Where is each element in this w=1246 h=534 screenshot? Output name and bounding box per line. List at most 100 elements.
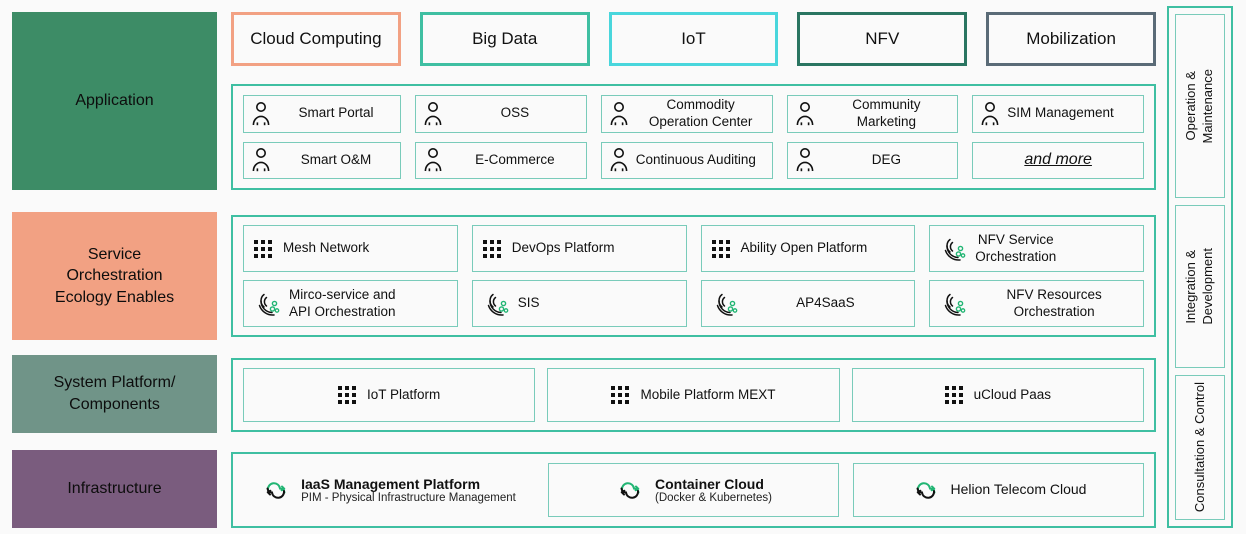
inf-item-label: Helion Telecom Cloud (950, 481, 1087, 498)
infrastructure-panel: IaaS Management Platform PIM - Physical … (231, 452, 1156, 528)
svc-item-label: Ability Open Platform (740, 240, 868, 256)
domain-tab-row: Cloud Computing Big Data IoT NFV Mobiliz… (231, 12, 1156, 66)
app-item-continuous-auditing[interactable]: Continuous Auditing (600, 141, 773, 179)
layer-label-system: System Platform/ Components (12, 355, 217, 433)
cloud-sync-icon (916, 482, 936, 499)
app-item-label: OSS (500, 105, 530, 121)
orchestration-icon (945, 293, 966, 316)
inf-item-iaas-management-platform[interactable]: IaaS Management Platform PIM - Physical … (243, 463, 534, 517)
app-item-community-marketing[interactable]: Community Marketing (786, 95, 959, 133)
service-orchestration-panel: Mesh Network DevOps Platform (231, 215, 1156, 337)
inf-item-sublabel: (Docker & Kubernetes) (655, 492, 772, 504)
svc-item-micro-service-api-orchestration[interactable]: Mirco-service and API Orchestration (243, 280, 458, 327)
sidebar-item-label: Operation & Maintenance (1183, 68, 1215, 144)
app-item-and-more[interactable]: and more (972, 141, 1144, 179)
svc-item-nfv-service-orchestration[interactable]: NFV Service Orchestration (929, 225, 1144, 272)
person-icon (252, 148, 270, 172)
layer-title: System Platform/ Components (53, 374, 176, 413)
orchestration-icon (945, 238, 966, 261)
dots-grid-icon (482, 239, 501, 258)
layer-label-service: Service Orchestration Ecology Enables (12, 212, 217, 340)
sidebar-item-label: Consultation & Control (1191, 382, 1207, 513)
app-item-e-commerce[interactable]: E-Commerce (415, 141, 587, 179)
sidebar-item-operation-maintenance[interactable]: Operation & Maintenance (1175, 14, 1225, 198)
person-icon (424, 148, 442, 172)
app-item-oss[interactable]: OSS (415, 95, 587, 133)
system-platform-panel: IoT Platform Mobile Platform MEXT (231, 358, 1156, 432)
inf-item-label: Container Cloud (655, 476, 764, 492)
lifecycle-sidebar: Operation & Maintenance Integration & De… (1167, 6, 1233, 528)
svc-item-sis[interactable]: SIS (471, 280, 687, 327)
orchestration-icon (716, 293, 737, 316)
svc-item-label: SIS (517, 295, 540, 311)
dots-grid-icon (254, 239, 272, 258)
app-item-label: E-Commerce (475, 151, 555, 167)
dots-grid-icon (338, 386, 357, 404)
svc-item-label: Mirco-service and API Orchestration (289, 286, 396, 319)
sys-item-label: uCloud Paas (973, 386, 1051, 402)
inf-item-sublabel: PIM - Physical Infrastructure Management (301, 492, 516, 504)
svc-item-label: NFV Resources Orchestration (1006, 286, 1102, 319)
svc-item-mesh-network[interactable]: Mesh Network (243, 225, 458, 272)
person-icon (252, 101, 270, 125)
sys-item-iot-platform[interactable]: IoT Platform (243, 368, 536, 422)
dots-grid-icon (711, 239, 730, 258)
inf-item-helion-telecom-cloud[interactable]: Helion Telecom Cloud (853, 463, 1144, 517)
cloud-sync-icon (620, 482, 640, 499)
person-icon (424, 101, 442, 125)
inf-item-container-cloud[interactable]: Container Cloud (Docker & Kubernetes) (548, 463, 839, 517)
app-item-deg[interactable]: DEG (786, 141, 959, 179)
svc-item-label: AP4SaaS (796, 295, 855, 311)
app-item-smart-om[interactable]: Smart O&M (243, 141, 401, 179)
svc-item-label: DevOps Platform (511, 240, 615, 256)
sidebar-item-integration-development[interactable]: Integration & Development (1175, 205, 1225, 368)
and-more-link: and more (1024, 151, 1092, 169)
tab-label: IoT (681, 29, 706, 48)
tab-label: NFV (865, 29, 900, 48)
svc-item-nfv-resources-orchestration[interactable]: NFV Resources Orchestration (929, 280, 1144, 327)
svc-item-ap4saas[interactable]: AP4SaaS (700, 280, 916, 327)
app-item-label: Smart Portal (298, 105, 374, 121)
app-item-sim-management[interactable]: SIM Management (972, 95, 1144, 133)
layer-title: Application (75, 92, 154, 110)
app-item-label: Continuous Auditing (635, 151, 756, 167)
sys-item-mobile-platform-mext[interactable]: Mobile Platform MEXT (547, 368, 840, 422)
sidebar-item-consultation-control[interactable]: Consultation & Control (1175, 375, 1225, 520)
svc-item-label: NFV Service Orchestration (975, 231, 1057, 264)
layer-title: Service Orchestration Ecology Enables (54, 245, 175, 306)
orchestration-icon (487, 293, 509, 316)
tab-label: Cloud Computing (250, 29, 382, 48)
person-icon (610, 101, 628, 125)
tab-label: Big Data (472, 29, 538, 48)
tab-cloud-computing[interactable]: Cloud Computing (231, 12, 401, 66)
cloud-sync-icon (266, 482, 286, 499)
app-item-commodity-operation-center[interactable]: Commodity Operation Center (600, 95, 773, 133)
tab-label: Mobilization (1026, 29, 1116, 48)
app-item-smart-portal[interactable]: Smart Portal (243, 95, 401, 133)
person-icon (610, 148, 628, 172)
tab-nfv[interactable]: NFV (797, 12, 968, 66)
app-item-label: SIM Management (1007, 105, 1114, 121)
sys-item-label: IoT Platform (367, 386, 441, 402)
svc-item-ability-open-platform[interactable]: Ability Open Platform (700, 225, 916, 272)
app-item-label: DEG (871, 151, 902, 167)
app-item-label: Community Marketing (852, 96, 921, 129)
layer-title: Infrastructure (67, 480, 162, 498)
application-panel: Smart Portal OSS (231, 84, 1156, 190)
dots-grid-icon (611, 386, 630, 404)
inf-item-label: IaaS Management Platform (301, 476, 481, 492)
layer-label-infrastructure: Infrastructure (12, 450, 217, 528)
layer-label-application: Application (12, 12, 217, 190)
sidebar-item-label: Integration & Development (1183, 248, 1215, 325)
tab-iot[interactable]: IoT (608, 12, 779, 66)
sys-item-ucloud-paas[interactable]: uCloud Paas (851, 368, 1144, 422)
orchestration-icon (258, 293, 280, 316)
svc-item-label: Mesh Network (283, 240, 370, 256)
dots-grid-icon (944, 386, 963, 404)
tab-big-data[interactable]: Big Data (419, 12, 590, 66)
person-icon (796, 148, 813, 172)
svc-item-devops-platform[interactable]: DevOps Platform (471, 225, 687, 272)
tab-mobilization[interactable]: Mobilization (986, 12, 1156, 66)
sys-item-label: Mobile Platform MEXT (640, 386, 776, 402)
